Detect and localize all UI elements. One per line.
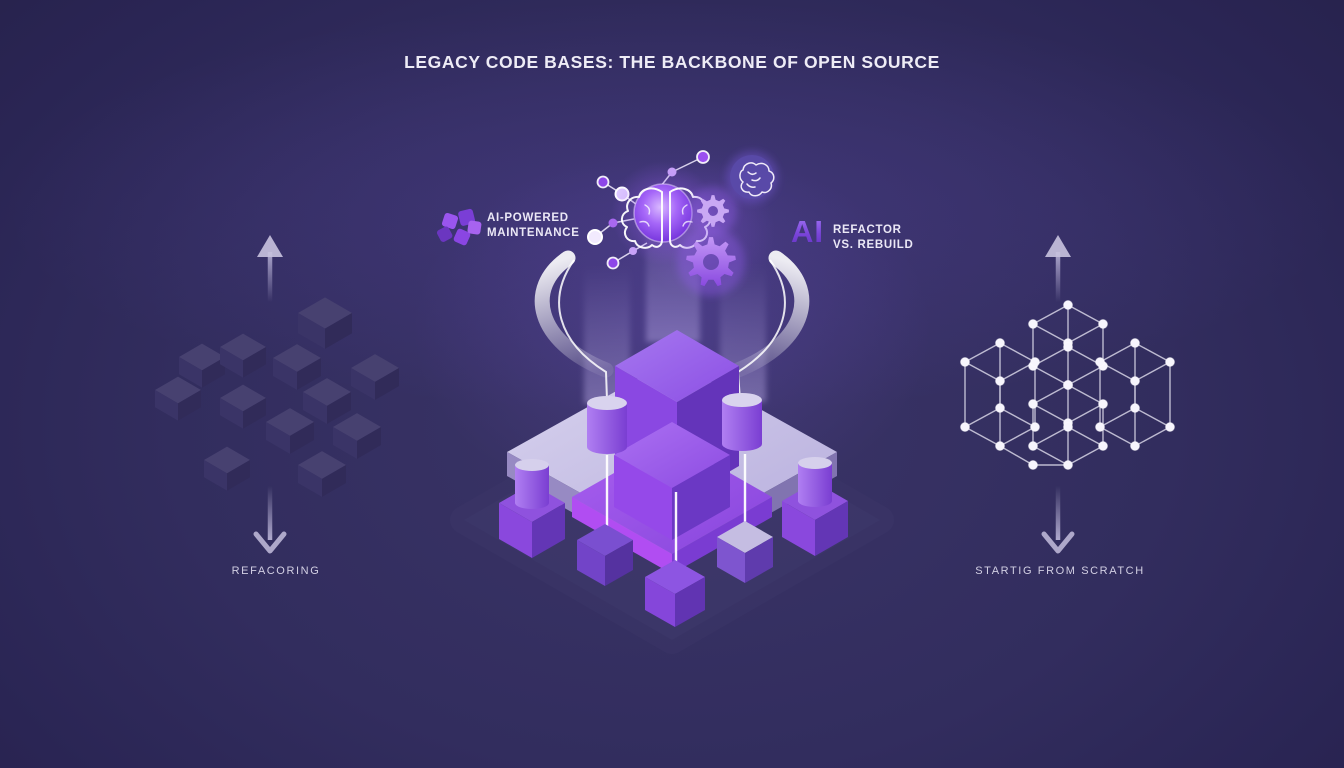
right-arrow-up-icon [1045, 235, 1071, 302]
maintenance-callout-line1: AI-POWERED [487, 212, 569, 224]
refactor-callout-line2: VS. REBUILD [833, 239, 914, 251]
left-figure-caption: REFACORING [231, 565, 321, 577]
neural-scribble-badge-icon [726, 151, 778, 203]
refactor-callout: REFACTOR VS. REBUILD [833, 223, 914, 253]
node-lattice-illustration [960, 300, 1175, 470]
maintenance-callout-line2: MAINTENANCE [487, 227, 580, 239]
scattered-cubes-illustration [155, 297, 399, 497]
right-figure-caption: STARTIG FROM SCRATCH [975, 565, 1145, 577]
right-arrow-down-icon [1041, 486, 1075, 554]
gear-icons [677, 187, 745, 296]
left-arrow-down-icon [253, 486, 287, 554]
left-arrow-up-icon [257, 235, 283, 302]
maintenance-callout: AI-POWERED MAINTENANCE [487, 211, 580, 241]
refactor-callout-line1: REFACTOR [833, 224, 902, 236]
light-ribbon-icons [534, 250, 810, 401]
ai-logo: AI [791, 214, 824, 249]
isometric-platform-illustration [499, 330, 848, 627]
cube-cluster-icon [436, 208, 482, 246]
page-title: LEGACY CODE BASES: THE BACKBONE OF OPEN … [404, 52, 940, 72]
